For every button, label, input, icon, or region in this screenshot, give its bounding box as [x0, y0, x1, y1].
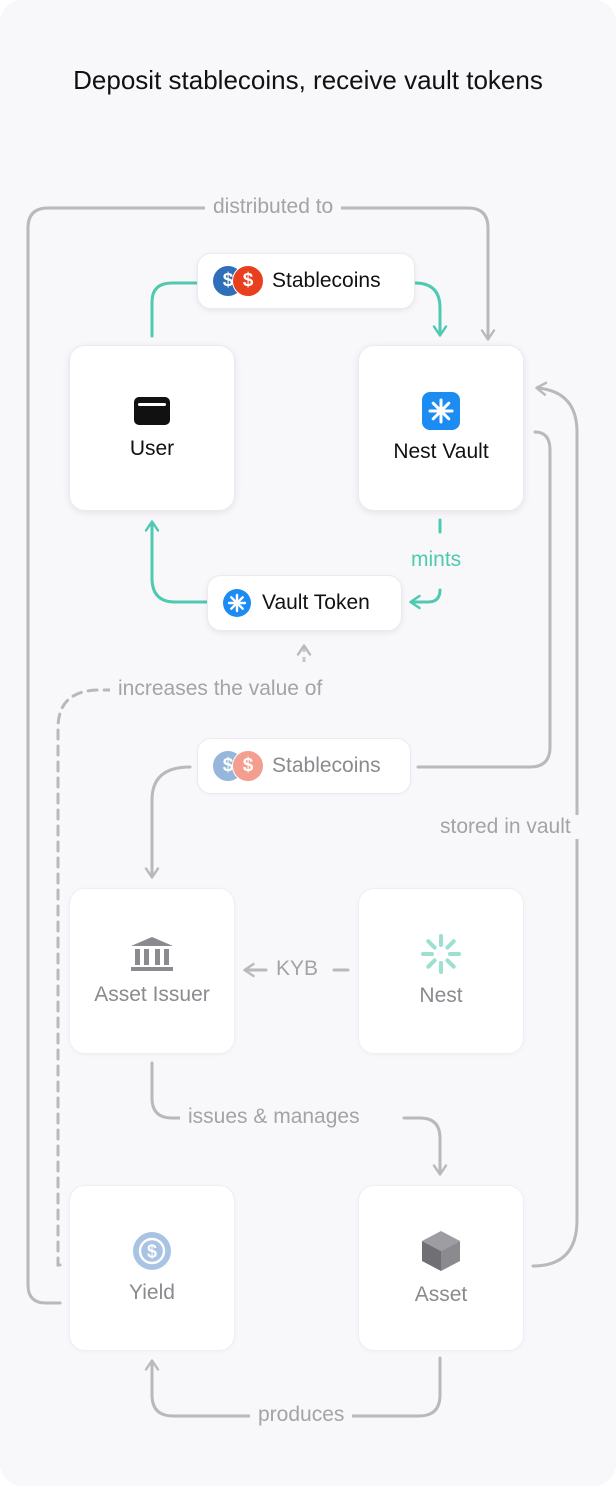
node-label: Asset Issuer — [94, 983, 210, 1006]
pill-stablecoins-bottom: $ $ Stablecoins — [197, 738, 411, 794]
edge-mints-arrow — [409, 588, 442, 610]
pill-label: Vault Token — [262, 591, 370, 614]
edge-user-stablecoins — [150, 281, 199, 338]
bank-icon — [131, 937, 173, 971]
stablecoins-icon: $ $ — [212, 750, 264, 782]
label-issues-manages: issues & manages — [180, 1105, 368, 1129]
node-label: Nest — [419, 984, 463, 1007]
label-kyb: KYB — [268, 957, 327, 981]
edge-stored-in-vault — [531, 381, 579, 1268]
label-stored-in-vault: stored in vault — [432, 815, 579, 839]
edge-increases-value — [56, 688, 122, 1267]
edge-issues-arrow — [402, 1116, 448, 1176]
node-label: Asset — [414, 1283, 468, 1306]
node-asset: Asset — [358, 1185, 524, 1351]
edge-distributed-to — [26, 206, 496, 1305]
wallet-icon — [134, 397, 170, 425]
dollar-coin-icon: $ — [133, 1232, 171, 1270]
pill-label: Stablecoins — [272, 754, 381, 777]
node-label: User — [129, 437, 175, 460]
edge-issues-manages — [150, 1061, 184, 1120]
vault-token-icon — [223, 589, 251, 617]
label-distributed-to: distributed to — [205, 195, 342, 219]
edge-stablecoins-issuer — [144, 765, 192, 879]
pill-label: Stablecoins — [272, 269, 381, 292]
nest-logo-icon — [421, 934, 461, 974]
title-text: Deposit stablecoins, receive vault token… — [73, 65, 543, 95]
node-nest-vault: Nest Vault — [358, 345, 524, 511]
pill-stablecoins-top: $ $ Stablecoins — [197, 253, 415, 309]
label-increases-value: increases the value of — [110, 677, 331, 701]
node-label: Nest Vault — [393, 440, 489, 463]
edge-stablecoins-return — [416, 430, 552, 769]
node-label: Yield — [129, 1281, 175, 1304]
node-nest: Nest — [358, 888, 524, 1054]
label-mints: mints — [411, 548, 462, 571]
edge-stablecoins-vault — [413, 281, 448, 337]
diagram-title: Deposit stablecoins, receive vault token… — [0, 60, 616, 100]
edge-vaulttoken-user — [144, 520, 209, 604]
node-yield: $ Yield — [69, 1185, 235, 1351]
sparkle-icon — [422, 392, 460, 430]
node-user: User — [69, 345, 235, 511]
node-asset-issuer: Asset Issuer — [69, 888, 235, 1054]
label-produces: produces — [250, 1403, 353, 1427]
stablecoins-icon: $ $ — [212, 265, 264, 297]
svg-text:$: $ — [147, 1242, 157, 1262]
cube-icon — [422, 1231, 460, 1271]
pill-vault-token: Vault Token — [207, 575, 402, 631]
